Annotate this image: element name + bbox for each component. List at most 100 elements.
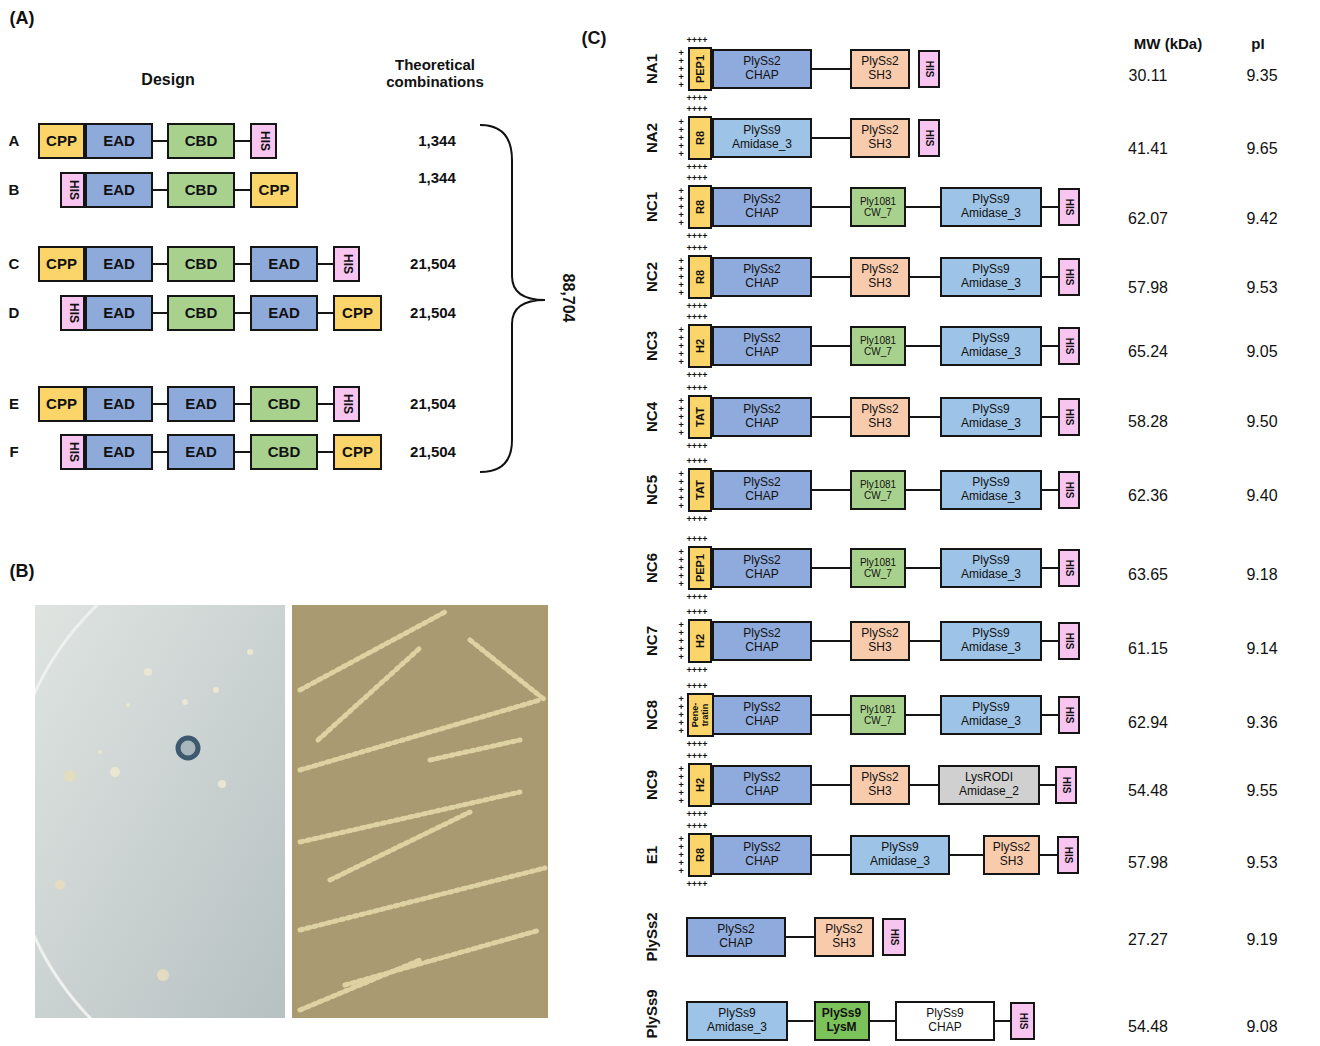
combination-count: 1,344 — [418, 169, 456, 186]
cpp-box: CPP — [333, 295, 382, 331]
domain-label: PlySs9 Amidase_3 — [951, 332, 1031, 360]
his-tag-box: HIS — [1055, 766, 1077, 804]
chap-domain-box: PlySs2 CHAP — [686, 917, 786, 957]
ead-box: EAD — [85, 246, 153, 282]
construct-name: NC1 — [643, 192, 660, 222]
domain-label: PlySs2 SH3 — [856, 403, 904, 431]
domain-label: CPP — [46, 132, 77, 149]
cw7-domain-box: Ply1081 CW_7 — [850, 695, 906, 735]
domain-label: PlySs2 SH3 — [856, 124, 904, 152]
sh3-domain-box: PlySs2 SH3 — [814, 917, 874, 957]
amidase-domain-box: PlySs9 Amidase_3 — [940, 470, 1042, 510]
row-letter: A — [9, 132, 20, 149]
cpp-box: CPP — [38, 246, 85, 282]
linker-line — [812, 854, 850, 856]
chap-domain-box: PlySs2 CHAP — [712, 49, 812, 89]
isoelectric-point: 9.55 — [1246, 782, 1277, 800]
domain-label: TAT — [694, 397, 707, 437]
linker-line — [1042, 567, 1058, 569]
domain-label: PlySs2 CHAP — [734, 55, 790, 83]
amidase-domain-box: PlySs9 Amidase_3 — [940, 695, 1042, 735]
domain-label: R8 — [694, 257, 707, 297]
linker-line — [812, 68, 850, 70]
domain-label: HIS — [1017, 1004, 1029, 1038]
linker-line — [153, 189, 167, 191]
cpp-box: H2 — [688, 324, 712, 368]
ead-box: EAD — [250, 246, 318, 282]
domain-label: HIS — [340, 248, 354, 280]
molecular-weight: 54.48 — [1128, 1018, 1168, 1036]
construct-name: E1 — [643, 846, 660, 864]
construct-name: NA1 — [643, 54, 660, 84]
cpp-box: PEP1 — [688, 546, 712, 590]
linker-line — [1042, 640, 1058, 642]
molecular-weight: 62.94 — [1128, 714, 1168, 732]
domain-label: PlySs9 Amidase_3 — [951, 701, 1031, 729]
linker-line — [786, 936, 814, 938]
charge-marks: ++++ — [686, 607, 707, 617]
amidase-domain-box: PlySs9 Amidase_3 — [940, 326, 1042, 366]
domain-label: PlySs9 Amidase_3 — [951, 554, 1031, 582]
domain-label: HIS — [257, 125, 271, 157]
amidase-domain-box: PlySs9 Amidase_3 — [940, 621, 1042, 661]
charge-marks: ++++ — [686, 301, 707, 311]
linker-line — [906, 345, 940, 347]
cpp-box: TAT — [688, 395, 712, 439]
linker-line — [788, 1020, 814, 1022]
column-header: Theoretical combinations — [360, 56, 510, 91]
isoelectric-point: 9.53 — [1246, 279, 1277, 297]
domain-label: PlySs9 Amidase_3 — [697, 1007, 777, 1035]
linker-line — [950, 854, 983, 856]
his-tag-box: HIS — [60, 295, 85, 331]
panel-label: (B) — [10, 561, 35, 582]
domain-label: PlySs2 SH3 — [856, 55, 904, 83]
linker-line — [235, 263, 250, 265]
domain-label: HIS — [888, 920, 900, 954]
linker-line — [906, 714, 940, 716]
charge-marks: +++++ — [679, 765, 684, 805]
cpp-box: H2 — [688, 763, 712, 807]
domain-label: EAD — [268, 304, 300, 321]
domain-label: HIS — [1063, 473, 1075, 507]
cbd-box: CBD — [250, 434, 318, 470]
ead-box: EAD — [167, 434, 235, 470]
domain-label: Ply1081 CW_7 — [855, 196, 901, 219]
domain-label: Ply1081 CW_7 — [855, 335, 901, 358]
linker-line — [812, 784, 850, 786]
chap-domain-box: PlySs2 CHAP — [712, 187, 812, 227]
domain-label: HIS — [340, 388, 354, 420]
ead-box: EAD — [85, 386, 153, 422]
domain-label: HIS — [1060, 768, 1072, 802]
ead-box: EAD — [85, 434, 153, 470]
cpp-box: CPP — [250, 172, 298, 208]
cbd-box: CBD — [167, 172, 235, 208]
linker-line — [1042, 276, 1058, 278]
domain-label: EAD — [103, 181, 135, 198]
domain-label: PlySs9 Amidase_3 — [722, 124, 802, 152]
domain-label: HIS — [1063, 624, 1075, 658]
domain-label: EAD — [103, 395, 135, 412]
row-letter: F — [9, 443, 18, 460]
domain-label: PlySs2 CHAP — [734, 771, 790, 799]
his-tag-box: HIS — [1058, 188, 1080, 226]
his-tag-box: HIS — [918, 50, 940, 88]
cw7-domain-box: Ply1081 CW_7 — [850, 548, 906, 588]
sh3-domain-box: PlySs2 SH3 — [983, 835, 1040, 875]
chap-domain-box: PlySs2 CHAP — [712, 835, 812, 875]
ead-box: EAD — [85, 123, 153, 159]
charge-marks: ++++ — [686, 592, 707, 602]
linker-line — [995, 1020, 1010, 1022]
domain-label: HIS — [1063, 400, 1075, 434]
domain-label: HIS — [1063, 190, 1075, 224]
construct-name: NA2 — [643, 123, 660, 153]
linker-line — [1040, 854, 1057, 856]
charge-marks: ++++ — [686, 441, 707, 451]
linker-line — [235, 140, 250, 142]
linker-line — [906, 489, 940, 491]
domain-label: HIS — [923, 52, 935, 86]
linker-line — [910, 276, 940, 278]
domain-label: CBD — [268, 395, 301, 412]
his-tag-box: HIS — [1058, 471, 1080, 509]
domain-label: R8 — [694, 835, 707, 875]
sh3-domain-box: PlySs2 SH3 — [850, 397, 910, 437]
